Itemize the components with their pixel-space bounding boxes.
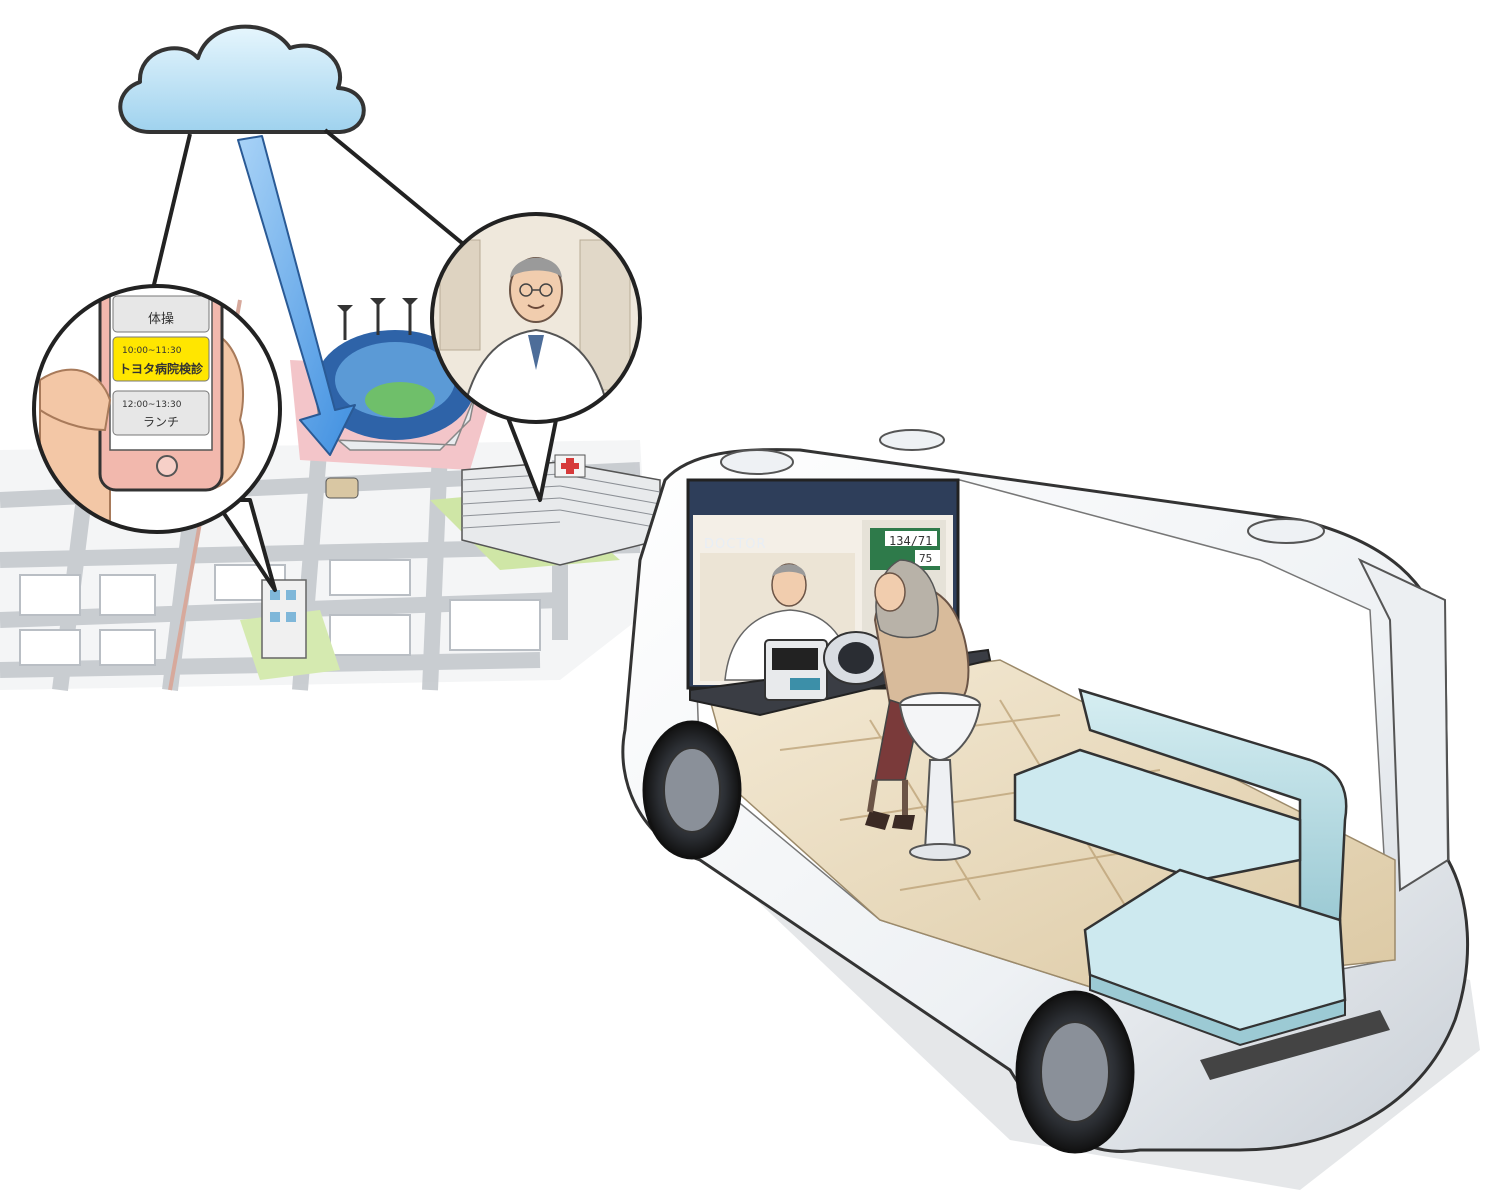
home-button-icon[interactable] [157, 456, 177, 476]
wheel-front [644, 722, 740, 858]
mobility-vehicle: DOCTOR 134/71 75 [623, 430, 1480, 1190]
home-building [262, 580, 306, 658]
schedule-item-next-time: 12:00~13:30 [122, 400, 182, 410]
connection-lines [152, 130, 462, 293]
cloud-icon [120, 27, 363, 132]
blood-pressure-reading: 134/71 [889, 534, 932, 548]
schedule-item-highlight-time: 10:00~11:30 [122, 346, 182, 356]
delivery-vehicle [326, 478, 358, 498]
schedule-item-top-label: 体操 [148, 311, 174, 327]
wheel-rear [1017, 992, 1133, 1152]
monitor-header-label: DOCTOR [704, 537, 767, 552]
schedule-item-highlight-title: トヨタ病院検診 [119, 361, 204, 376]
schedule-item-next-title: ランチ [143, 415, 179, 429]
pulse-reading: 75 [919, 552, 932, 565]
